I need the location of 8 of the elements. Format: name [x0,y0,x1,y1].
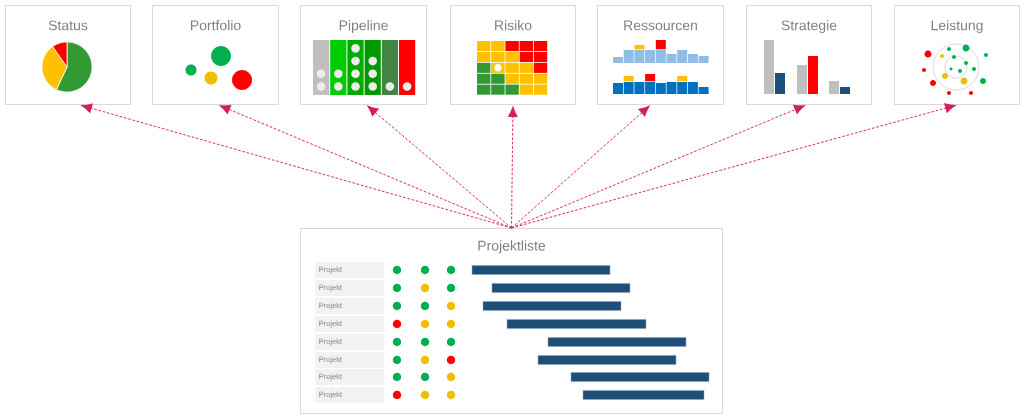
dashboard-card: Portfolio [152,5,279,105]
dashboard-card: Leistung [894,5,1020,105]
arrow [511,103,956,229]
arrow [367,105,512,229]
arrow [219,104,512,229]
arrow [511,104,805,229]
arrow [511,105,650,229]
arrow [507,106,518,229]
